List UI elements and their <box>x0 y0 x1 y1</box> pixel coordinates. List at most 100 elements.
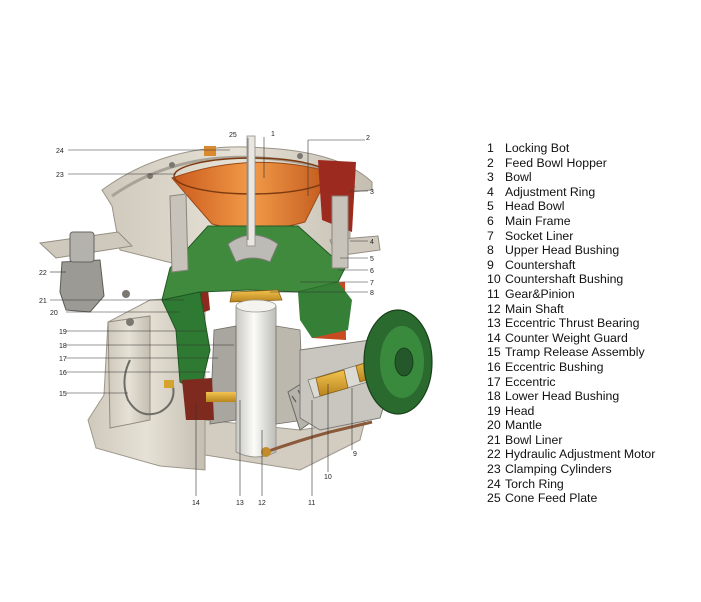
legend-label: Head <box>505 403 535 418</box>
main-shaft-top <box>235 299 277 313</box>
callout-13: 13 <box>236 500 244 507</box>
legend-number: 15 <box>487 345 501 360</box>
legend-number: 3 <box>487 170 494 185</box>
legend-number: 9 <box>487 257 494 272</box>
legend-number: 7 <box>487 228 494 243</box>
legend-number: 6 <box>487 213 494 228</box>
crusher-illustration <box>38 135 433 471</box>
pipe-fitting <box>261 447 271 457</box>
callout-12: 12 <box>258 500 266 507</box>
callout-6: 6 <box>370 268 374 275</box>
callout-8: 8 <box>370 290 374 297</box>
legend-item: 7 Socket Liner <box>487 229 655 244</box>
bolt-1 <box>147 173 153 179</box>
legend-label: Locking Bot <box>505 141 570 155</box>
legend-number: 12 <box>487 301 501 316</box>
callout-15: 15 <box>59 391 67 398</box>
legend-number: 14 <box>487 330 501 345</box>
legend-number: 21 <box>487 432 501 447</box>
callout-24: 24 <box>56 148 64 155</box>
legend-label: Main Frame <box>505 213 571 228</box>
legend-label: Eccentric Bushing <box>505 359 604 374</box>
clamp-orange-tag <box>204 146 216 156</box>
callout-14: 14 <box>192 500 200 507</box>
legend-item: 9 Countershaft <box>487 258 655 273</box>
callout-layer: 25 1 2 3 4 5 6 7 8 9 10 11 12 13 14 15 <box>39 131 374 507</box>
legend-number: 20 <box>487 418 501 433</box>
legend-label: Main Shaft <box>505 301 564 316</box>
callout-11: 11 <box>308 500 315 507</box>
locking-bolt <box>246 135 256 247</box>
legend-number: 8 <box>487 243 494 258</box>
callout-22: 22 <box>39 270 47 277</box>
legend-item: 6 Main Frame <box>487 214 655 229</box>
eccentric <box>209 325 237 425</box>
callout-10: 10 <box>324 474 332 481</box>
legend-label: Counter Weight Guard <box>505 330 628 345</box>
callout-3: 3 <box>370 189 374 196</box>
cone-feed-plate <box>227 234 279 263</box>
callout-9: 9 <box>353 451 357 458</box>
legend-label: Bowl Liner <box>505 432 563 447</box>
legend-number: 11 <box>487 286 500 301</box>
tramp-release-fitting <box>164 380 174 388</box>
callout-20: 20 <box>50 310 58 317</box>
callout-5: 5 <box>370 256 374 263</box>
callout-21: 21 <box>39 298 47 305</box>
legend-label: Upper Head Bushing <box>505 243 620 258</box>
callout-7: 7 <box>370 280 374 287</box>
legend-item: 11 Gear&Pinion <box>487 287 655 302</box>
counter-weight-guard <box>182 378 214 420</box>
mantle-right-wing <box>298 282 352 338</box>
legend-number: 19 <box>487 403 501 418</box>
callout-16: 16 <box>59 370 67 377</box>
clamping-cylinder-left <box>169 193 189 273</box>
legend-label: Adjustment Ring <box>505 184 596 199</box>
callout-23: 23 <box>56 172 64 179</box>
legend-number: 22 <box>487 447 501 462</box>
legend-item: 15 Tramp Release Assembly <box>487 345 655 360</box>
legend-label: Countershaft <box>505 257 576 272</box>
bolt-2 <box>169 162 175 168</box>
legend-item: 4 Adjustment Ring <box>487 185 655 200</box>
legend-label: Gear&Pinion <box>505 286 575 301</box>
countershaft-bushing <box>315 369 349 397</box>
callout-17: 17 <box>59 356 67 363</box>
legend-number: 17 <box>487 374 501 389</box>
legend-item: 20 Mantle <box>487 418 655 433</box>
legend-number: 2 <box>487 155 494 170</box>
legend-label: Tramp Release Assembly <box>505 345 645 360</box>
legend-label: Head Bowl <box>505 199 565 214</box>
legend-label: Torch Ring <box>505 476 564 491</box>
legend-item: 17 Eccentric <box>487 375 655 390</box>
hydraulic-adjustment-motor <box>59 259 105 313</box>
lower-brass-ring <box>206 392 236 402</box>
legend-number: 18 <box>487 389 501 404</box>
legend-label: Eccentric <box>505 374 556 389</box>
legend-item: 8 Upper Head Bushing <box>487 243 655 258</box>
legend-number: 4 <box>487 184 494 199</box>
legend-item: 2 Feed Bowl Hopper <box>487 156 655 171</box>
legend-label: Mantle <box>505 418 542 433</box>
callout-2: 2 <box>366 135 370 142</box>
legend-label: Cone Feed Plate <box>505 491 598 506</box>
legend-number: 23 <box>487 462 501 477</box>
legend-label: Socket Liner <box>505 228 574 243</box>
legend-number: 10 <box>487 272 501 287</box>
legend-number: 1 <box>487 141 494 155</box>
hydraulic-pipe <box>265 420 373 454</box>
bolt-5 <box>126 318 134 326</box>
legend-number: 13 <box>487 316 501 331</box>
main-shaft <box>235 301 277 458</box>
legend-label: Feed Bowl Hopper <box>505 155 607 170</box>
